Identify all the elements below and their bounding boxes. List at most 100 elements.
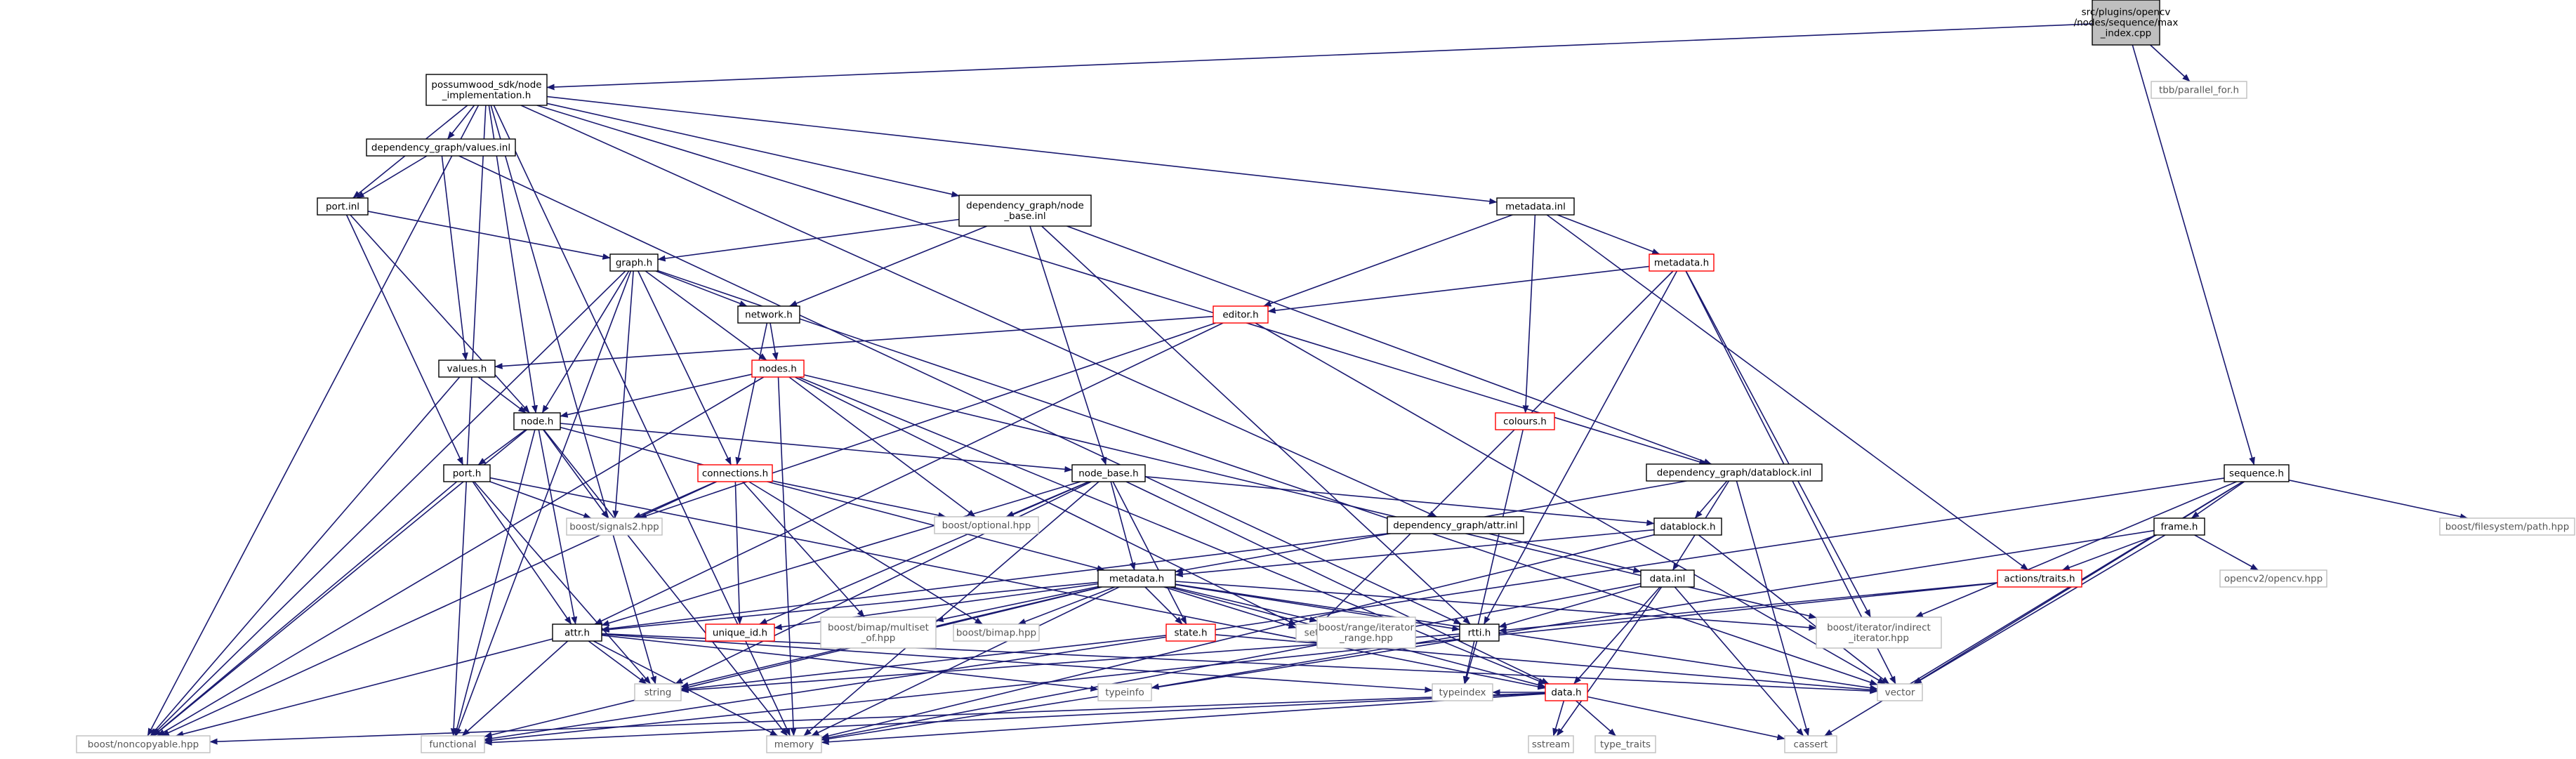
node-type-traits: type_traits: [1594, 735, 1656, 753]
node-label: metadata.h: [1109, 574, 1164, 585]
edge-metadata_h-to-state_h: [1144, 586, 1183, 625]
node-box: [737, 305, 800, 324]
node-data-h[interactable]: data.h: [1545, 683, 1588, 701]
node-metadata-h-red[interactable]: metadata.h: [1649, 253, 1715, 272]
edge-metadata_h-to-bimap_multiset: [935, 586, 1099, 623]
edge-nodes_h-to-data_h: [798, 376, 1547, 685]
node-colours-h[interactable]: colours.h: [1495, 412, 1555, 430]
node-network-h[interactable]: network.h: [737, 305, 800, 324]
node-node-base-h[interactable]: node_base.h: [1071, 464, 1146, 482]
edge-node_impl-to-node_h: [488, 105, 538, 414]
node-memory: memory: [766, 735, 822, 753]
node-rtti-h[interactable]: rtti.h: [1459, 623, 1500, 642]
node-unique-id-h[interactable]: unique_id.h: [705, 623, 775, 642]
node-attr-h[interactable]: attr.h: [552, 623, 602, 642]
node-box: [1213, 305, 1269, 324]
node-nodes-h[interactable]: nodes.h: [751, 359, 805, 378]
node-metadata-h[interactable]: metadata.h: [1097, 569, 1176, 588]
node-label: _base.inl: [1003, 211, 1045, 222]
node-label: boost/signals2.hpp: [569, 522, 659, 533]
node-graph-h[interactable]: graph.h: [609, 253, 659, 272]
edge-metadata_h-to-boost_indirect_iter: [1175, 581, 1817, 631]
node-label: unique_id.h: [713, 628, 767, 639]
node-label: string: [645, 687, 672, 699]
node-label: nodes.h: [759, 364, 797, 375]
node-dg-node-base-inl[interactable]: dependency_graph/node_base.inl: [958, 194, 1092, 227]
node-label: values.h: [447, 364, 487, 375]
edge-sequence_h-to-boost_fs_path: [2288, 480, 2469, 520]
node-typeindex: typeindex: [1432, 683, 1493, 701]
node-connections-h[interactable]: connections.h: [697, 464, 773, 482]
edge-data_h-to-boost_noncopyable: [209, 692, 1546, 745]
edge-connections_h-to-bimap_multiset: [742, 481, 865, 618]
edge-state_h-to-string: [680, 635, 1167, 692]
node-state-h[interactable]: state.h: [1165, 623, 1216, 642]
edge-node_impl-to-dg_node_base_inl: [546, 103, 960, 197]
node-label: type_traits: [1600, 739, 1651, 751]
edge-data_inl-to-rtti_h: [1498, 586, 1642, 628]
node-root[interactable]: src/plugins/opencv/nodes/sequence/max_in…: [2074, 0, 2179, 46]
node-editor-h[interactable]: editor.h: [1213, 305, 1269, 324]
node-box: [1528, 735, 1574, 753]
node-label: node.h: [521, 416, 554, 428]
node-box: [1097, 569, 1176, 588]
node-box: [2153, 517, 2205, 536]
edge-node_base_h-to-state_h: [1112, 481, 1187, 625]
edge-port_inl-to-port_h: [345, 214, 464, 466]
node-label: _index.cpp: [2100, 28, 2152, 39]
node-box: [317, 197, 369, 216]
node-label: boost/optional.hpp: [942, 520, 1031, 532]
node-actions-traits[interactable]: actions/traits.h: [1997, 569, 2082, 588]
node-boost-range-iter: boost/range/iterator_range.hpp: [1316, 616, 1416, 649]
edge-graph_h-to-boost_noncopyable: [151, 270, 626, 737]
node-label: metadata.h: [1654, 258, 1709, 269]
node-box: [1640, 569, 1695, 588]
edge-node_base_h-to-attr_h: [601, 481, 1081, 626]
edge-node_base_h-to-metadata_h: [1110, 481, 1136, 571]
edge-data_h-to-cassert: [1587, 696, 1785, 741]
node-node-h[interactable]: node.h: [513, 412, 561, 430]
edge-dg_node_base_inl-to-node_base_h: [1029, 225, 1107, 466]
node-dg-datablock-inl[interactable]: dependency_graph/datablock.inl: [1646, 463, 1823, 482]
node-box: [1432, 683, 1493, 701]
node-dg-values[interactable]: dependency_graph/values.inl: [366, 138, 516, 157]
edge-dg_node_base_inl-to-graph_h: [657, 218, 960, 262]
edge-node_h-to-boost_signals2: [543, 429, 609, 519]
edge-data_h-to-sstream: [1552, 700, 1565, 737]
node-port-inl[interactable]: port.inl: [317, 197, 369, 216]
node-sequence-h[interactable]: sequence.h: [2224, 464, 2290, 482]
node-label: editor.h: [1222, 310, 1258, 321]
node-label: state.h: [1174, 628, 1207, 639]
node-port-h[interactable]: port.h: [443, 464, 491, 482]
edge-dg_attr_inl-to-data_inl: [1488, 533, 1642, 574]
node-box: [1545, 683, 1588, 701]
node-dg-attr-inl[interactable]: dependency_graph/attr.inl: [1387, 516, 1524, 534]
node-label: actions/traits.h: [2004, 574, 2075, 585]
edge-attr_h-to-typeindex: [601, 633, 1433, 693]
node-data-inl[interactable]: data.inl: [1640, 569, 1695, 588]
node-bimap-hpp: boost/bimap.hpp: [953, 623, 1040, 642]
node-opencv-hpp: opencv2/opencv.hpp: [2219, 569, 2327, 588]
node-box: [953, 623, 1040, 642]
node-bimap-multiset: boost/bimap/multiset_of.hpp: [820, 616, 937, 649]
node-box: [1784, 735, 1837, 753]
node-metadata-inl[interactable]: metadata.inl: [1496, 197, 1575, 216]
edge-attr_h-to-vector: [601, 633, 1878, 694]
edge-port_h-to-boost_signals2: [489, 481, 592, 519]
edge-datablock_h-to-vector: [1698, 534, 1890, 685]
node-values-h[interactable]: values.h: [438, 359, 496, 378]
node-node-impl[interactable]: possumwood_sdk/node_implementation.h: [425, 74, 548, 106]
node-label: memory: [774, 739, 814, 751]
node-box: [2092, 0, 2160, 46]
node-box: [366, 138, 516, 157]
node-label: dependency_graph/datablock.inl: [1657, 468, 1812, 479]
node-box: [1816, 616, 1942, 649]
node-label: dependency_graph/values.inl: [371, 143, 510, 154]
edge-frame_h-to-actions_traits: [2061, 534, 2158, 571]
edge-nodes_h-to-boost_optional: [788, 376, 976, 517]
node-frame-h[interactable]: frame.h: [2153, 517, 2205, 536]
node-datablock-h[interactable]: datablock.h: [1653, 517, 1722, 536]
node-box: [513, 412, 561, 430]
edge-port_h-to-boost_noncopyable: [152, 481, 458, 737]
